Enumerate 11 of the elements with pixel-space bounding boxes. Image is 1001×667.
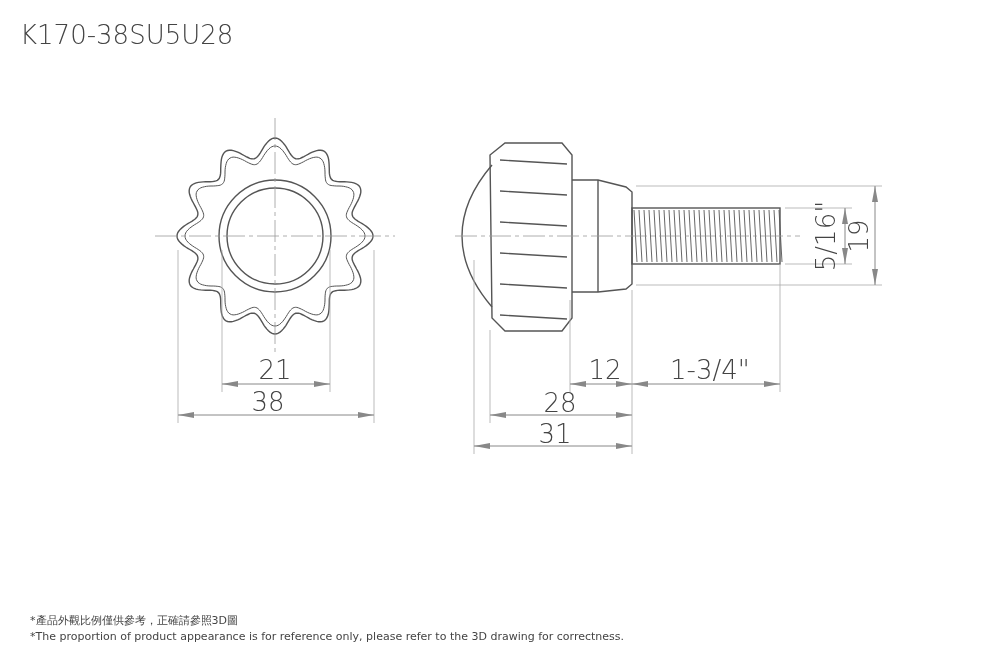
dimension-value: 12 [588, 357, 622, 383]
dimension-value: 28 [543, 390, 577, 416]
dimension-value: 38 [251, 389, 285, 415]
drawing-title: K170-38SU5U28 [20, 22, 234, 48]
dimension-value: 1-3/4" [670, 357, 750, 383]
dimension-value: 5/16" [813, 200, 840, 272]
dimension-value: 21 [258, 357, 292, 383]
footnote: *The proportion of product appearance is for reference only, please refer to the 3D drawing for correctness. [30, 631, 624, 642]
footnote: *產品外觀比例僅供參考，正確請參照3D圖 [30, 615, 238, 626]
dimension-value: 19 [845, 219, 872, 253]
dimension-value: 31 [538, 421, 572, 447]
